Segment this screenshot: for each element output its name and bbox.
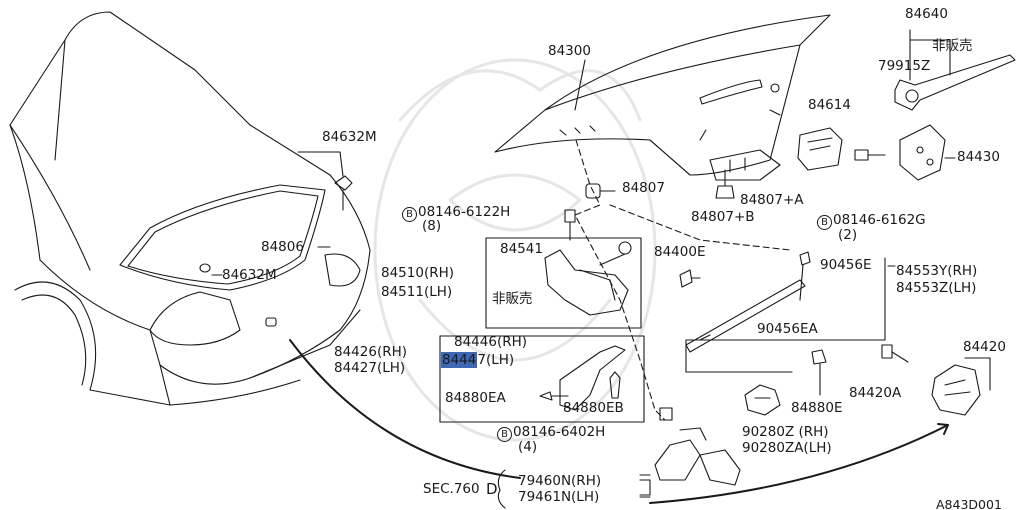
part-label-79460n[interactable]: 79460N(RH) (518, 473, 602, 489)
bolt-part-number: 08146-6402H (513, 424, 606, 440)
part-label-90456ea[interactable]: 90456EA (757, 321, 818, 337)
part-label-84510[interactable]: 84510(RH) (381, 265, 455, 281)
part-label-84632m-bottom[interactable]: 84632M (222, 267, 277, 283)
part-label-84420[interactable]: 84420 (963, 339, 1006, 355)
part-label-84447[interactable]: 84447(LH) (441, 352, 515, 368)
watermark-emblem (373, 58, 657, 442)
part-label-84640[interactable]: 84640 (905, 6, 948, 22)
bolt-part-number: 08146-6122H (418, 204, 511, 220)
part-label-90280z[interactable]: 90280Z (RH) (742, 424, 829, 440)
hinge-bracket-box (439, 335, 645, 423)
bolt-symbol-icon: B (402, 207, 417, 222)
hinge-bracket-84446 (559, 345, 626, 411)
highlighted-part-number: 8444 (441, 352, 478, 368)
trunk-lid-84300 (494, 14, 831, 176)
part-label-84806[interactable]: 84806 (261, 239, 304, 255)
hinge-arm-84510 (544, 249, 629, 316)
hinge-assembly-box (485, 237, 642, 329)
part-label-84880e[interactable]: 84880E (791, 400, 843, 416)
part-label-84807a[interactable]: 84807+A (740, 192, 804, 208)
part-label-84807[interactable]: 84807 (622, 180, 665, 196)
quantity-8: (8) (422, 218, 442, 234)
part-label-84553y[interactable]: 84553Y(RH) (896, 263, 978, 279)
part-label-84427[interactable]: 84427(LH) (334, 360, 406, 376)
part-number-rest: 7(LH) (477, 352, 515, 368)
diagram-code: A843D001 (936, 497, 1002, 510)
part-label-79461n[interactable]: 79461N(LH) (518, 489, 600, 505)
part-label-84400e[interactable]: 84400E (654, 244, 706, 260)
part-label-84614[interactable]: 84614 (808, 97, 851, 113)
quantity-4: (4) (518, 439, 538, 455)
bolt-symbol-icon: B (497, 427, 512, 442)
bolt-part-number: 08146-6162G (833, 212, 926, 228)
section-ref-760[interactable]: SEC.760 (423, 481, 480, 497)
part-label-84807b[interactable]: 84807+B (691, 209, 755, 225)
part-label-90280za[interactable]: 90280ZA(LH) (742, 440, 832, 456)
quantity-2: (2) (838, 227, 858, 243)
part-label-84420a[interactable]: 84420A (849, 385, 902, 401)
part-label-84880ea[interactable]: 84880EA (445, 390, 506, 406)
part-label-84426[interactable]: 84426(RH) (334, 344, 408, 360)
part-label-84632m-top[interactable]: 84632M (322, 129, 377, 145)
part-label-90456e[interactable]: 90456E (820, 257, 872, 273)
part-label-84430[interactable]: 84430 (957, 149, 1000, 165)
not-for-sale-label-top: 非販売 (932, 38, 973, 54)
section-ref-suffix: D (486, 480, 498, 498)
car-body-illustration (9, 11, 371, 406)
part-label-84553z[interactable]: 84553Z(LH) (896, 280, 977, 296)
bolt-symbol-icon: B (817, 215, 832, 230)
part-label-84880eb[interactable]: 84880EB (563, 400, 624, 416)
part-label-79915z[interactable]: 79915Z (878, 58, 931, 74)
part-label-84300[interactable]: 84300 (548, 43, 591, 59)
not-for-sale-label-mid: 非販売 (492, 291, 533, 307)
part-label-84541[interactable]: 84541 (500, 241, 543, 257)
part-label-84446[interactable]: 84446(RH) (454, 334, 528, 350)
part-label-84511[interactable]: 84511(LH) (381, 284, 453, 300)
